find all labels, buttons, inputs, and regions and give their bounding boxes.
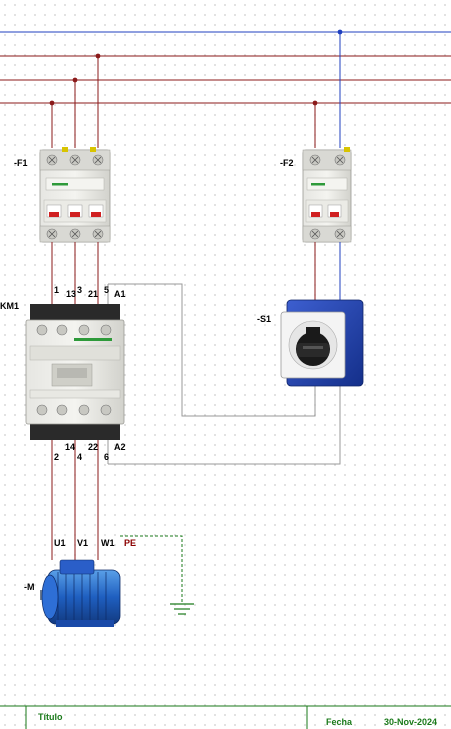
control-wires: [107, 283, 341, 465]
contactor-km1: [25, 304, 125, 440]
terminal-label: 22: [88, 442, 98, 452]
motor-terminal-u1: U1: [54, 538, 66, 548]
terminal-label: 14: [65, 442, 75, 452]
junction-dot: [72, 77, 78, 83]
contactor-km1-label: KM1: [0, 301, 19, 311]
supply-drops: [49, 29, 343, 148]
breaker-f1: [39, 147, 111, 243]
selector-s1-label: -S1: [257, 314, 271, 324]
terminal-label: 4: [77, 452, 82, 462]
terminal-label: A2: [114, 442, 126, 452]
terminal-label: 2: [54, 452, 59, 462]
title-label: Título: [38, 712, 63, 722]
motor-terminal-w1: W1: [101, 538, 115, 548]
junction-dot: [337, 29, 343, 35]
supply-busbars: [0, 31, 451, 104]
selector-switch-s1: [280, 299, 364, 387]
motor-terminal-labels: U1 V1 W1 PE: [54, 538, 136, 548]
date-label: Fecha: [326, 717, 353, 727]
date-value: 30-Nov-2024: [384, 717, 437, 727]
contactor-top-terminals: 1 13 3 21 5 A1: [54, 285, 126, 299]
terminal-label: 5: [104, 285, 109, 295]
terminal-label: 13: [66, 289, 76, 299]
breaker-f2: [302, 147, 352, 243]
junction-dot: [95, 53, 101, 59]
motor-label: -M: [24, 582, 35, 592]
earth-conductor: [120, 535, 194, 615]
terminal-label: 1: [54, 285, 59, 295]
terminal-label: 3: [77, 285, 82, 295]
motor-m: [40, 559, 121, 627]
contactor-bottom-terminals: 2 14 4 22 6 A2: [54, 442, 126, 462]
terminal-label: A1: [114, 289, 126, 299]
junction-dot: [49, 100, 55, 106]
breaker-f1-label: -F1: [14, 158, 28, 168]
title-block: Título Fecha 30-Nov-2024: [0, 705, 451, 729]
terminal-label: 21: [88, 289, 98, 299]
breaker-f2-label: -F2: [280, 158, 294, 168]
motor-terminal-v1: V1: [77, 538, 88, 548]
junction-dot: [312, 100, 318, 106]
power-wires: [51, 242, 341, 570]
motor-terminal-pe: PE: [124, 538, 136, 548]
terminal-label: 6: [104, 452, 109, 462]
